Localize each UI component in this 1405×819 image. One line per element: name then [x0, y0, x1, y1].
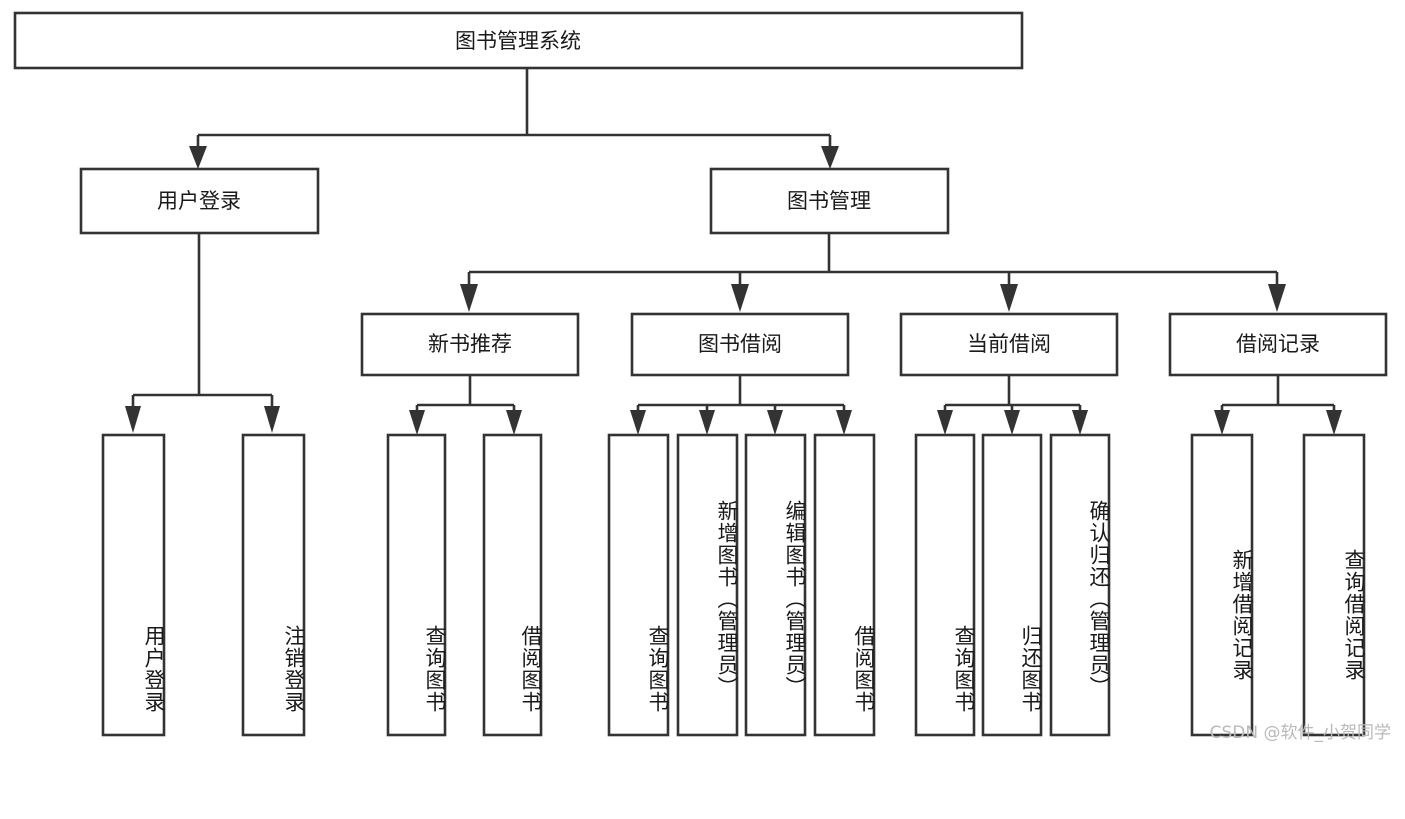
- leaf-box-add-book-admin[interactable]: [676, 433, 739, 737]
- node-book-management-label: 图书管理: [787, 189, 871, 213]
- leaf-box-return-book[interactable]: [981, 433, 1043, 737]
- node-current-borrow-box[interactable]: [899, 312, 1119, 377]
- node-book-borrow-label: 图书借阅: [698, 332, 782, 356]
- flowchart-diagram: 图书管理系统 用户登录 图书管理: [13, 11, 1391, 743]
- arrow-borrow-leaf2: [699, 410, 715, 435]
- node-book-management-box[interactable]: [709, 167, 950, 235]
- node-borrow-record-label: 借阅记录: [1236, 332, 1320, 356]
- arrow-record-leaf1: [1214, 410, 1230, 435]
- arrow-current-leaf3: [1072, 410, 1088, 435]
- arrow-root-to-bookmgmt: [821, 146, 839, 169]
- arrow-bookmgmt-c4: [1268, 284, 1286, 312]
- leaf-box-logout[interactable]: [241, 433, 306, 737]
- arrow-bookmgmt-c2: [731, 284, 749, 312]
- tree-canvas: 图书管理系统 用户登录 图书管理: [13, 11, 1388, 737]
- arrow-borrow-leaf4: [836, 410, 852, 435]
- leaf-box-query-borrow-record[interactable]: [1302, 433, 1366, 737]
- arrow-current-leaf2: [1004, 410, 1020, 435]
- arrow-borrow-leaf1: [630, 410, 646, 435]
- arrow-recommend-leaf1: [409, 410, 425, 435]
- leaf-box-query-book-3[interactable]: [914, 433, 976, 737]
- leaf-box-add-borrow-record[interactable]: [1190, 433, 1254, 737]
- arrow-root-to-login: [189, 146, 207, 169]
- node-book-borrow-box[interactable]: [630, 312, 850, 377]
- leaf-box-edit-book-admin[interactable]: [744, 433, 807, 737]
- arrow-bookmgmt-c3: [1000, 284, 1018, 312]
- node-borrow-record-box[interactable]: [1168, 312, 1388, 377]
- leaf-box-confirm-return-admin[interactable]: [1049, 433, 1111, 737]
- arrow-record-leaf2: [1326, 410, 1342, 435]
- node-user-login-label: 用户登录: [157, 189, 241, 213]
- arrow-bookmgmt-c1: [460, 284, 478, 312]
- leaf-box-borrow-book-1[interactable]: [482, 433, 543, 737]
- arrow-borrow-leaf3: [767, 410, 783, 435]
- leaf-box-query-book-2[interactable]: [607, 433, 670, 737]
- leaf-box-borrow-book-2[interactable]: [813, 433, 876, 737]
- arrow-recommend-leaf2: [506, 410, 522, 435]
- node-root-label: 图书管理系统: [455, 29, 581, 53]
- node-current-borrow-label: 当前借阅: [967, 332, 1051, 356]
- leaf-box-query-book-1[interactable]: [386, 433, 447, 737]
- arrow-login-leaf2: [264, 406, 280, 433]
- node-new-book-recommend-box[interactable]: [360, 312, 580, 377]
- arrow-login-leaf1: [125, 406, 141, 433]
- arrow-current-leaf1: [937, 410, 953, 435]
- node-new-book-recommend-label: 新书推荐: [428, 332, 512, 356]
- node-root-box[interactable]: [13, 11, 1024, 70]
- leaf-box-user-login[interactable]: [101, 433, 166, 737]
